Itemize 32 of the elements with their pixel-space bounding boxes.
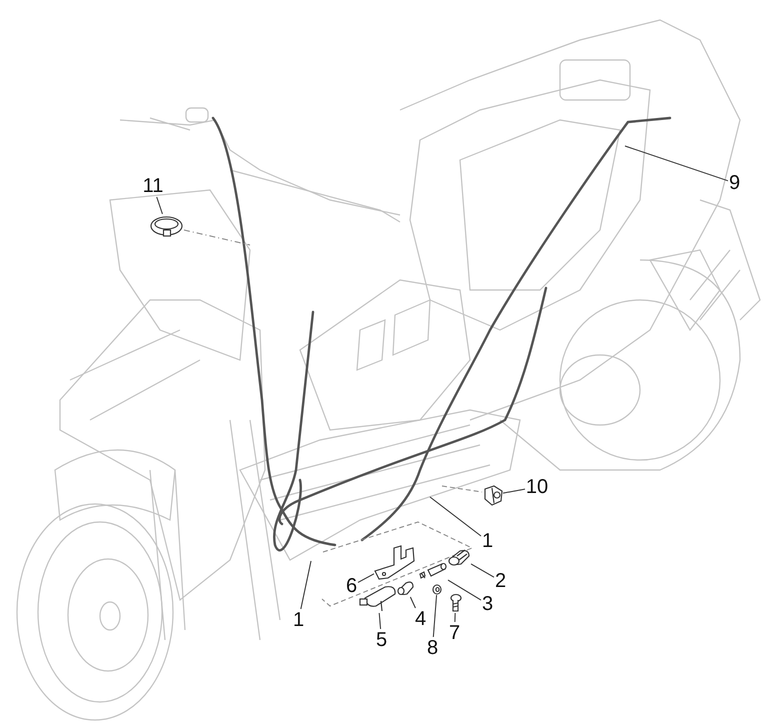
- callout-number: 1: [292, 609, 305, 631]
- leader-line: [454, 612, 456, 622]
- leader-line: [410, 596, 416, 608]
- bracket-drawing: [374, 545, 416, 580]
- callout-number: 2: [494, 570, 507, 592]
- bolt-drawing: [449, 594, 462, 613]
- connector-drawing: [482, 484, 503, 506]
- callout-number: 1: [481, 530, 494, 552]
- leader-line: [448, 580, 482, 601]
- callout-number: 11: [141, 175, 165, 197]
- leader-line: [156, 196, 163, 214]
- pump-drawing: [359, 584, 397, 613]
- leader-line: [300, 560, 312, 610]
- leader-line: [432, 594, 438, 638]
- leader-line: [378, 612, 382, 630]
- cap-drawing: [447, 547, 471, 567]
- callout-number: 5: [375, 629, 388, 651]
- pin-drawing: [418, 561, 448, 581]
- callout-number: 8: [426, 637, 439, 659]
- callout-number: 4: [414, 608, 427, 630]
- callout-number: 3: [481, 593, 494, 615]
- callout-number: 9: [728, 172, 741, 194]
- leader-line: [502, 488, 526, 494]
- leader-line: [470, 563, 494, 578]
- leader-line: [430, 496, 482, 537]
- callout-number: 6: [345, 575, 358, 597]
- callout-number: 10: [525, 476, 549, 498]
- washer-drawing: [432, 584, 442, 595]
- leader-line: [624, 146, 728, 182]
- hose-clamp-drawing: [150, 214, 183, 238]
- callout-number: 7: [448, 622, 461, 644]
- leader-line: [358, 573, 374, 583]
